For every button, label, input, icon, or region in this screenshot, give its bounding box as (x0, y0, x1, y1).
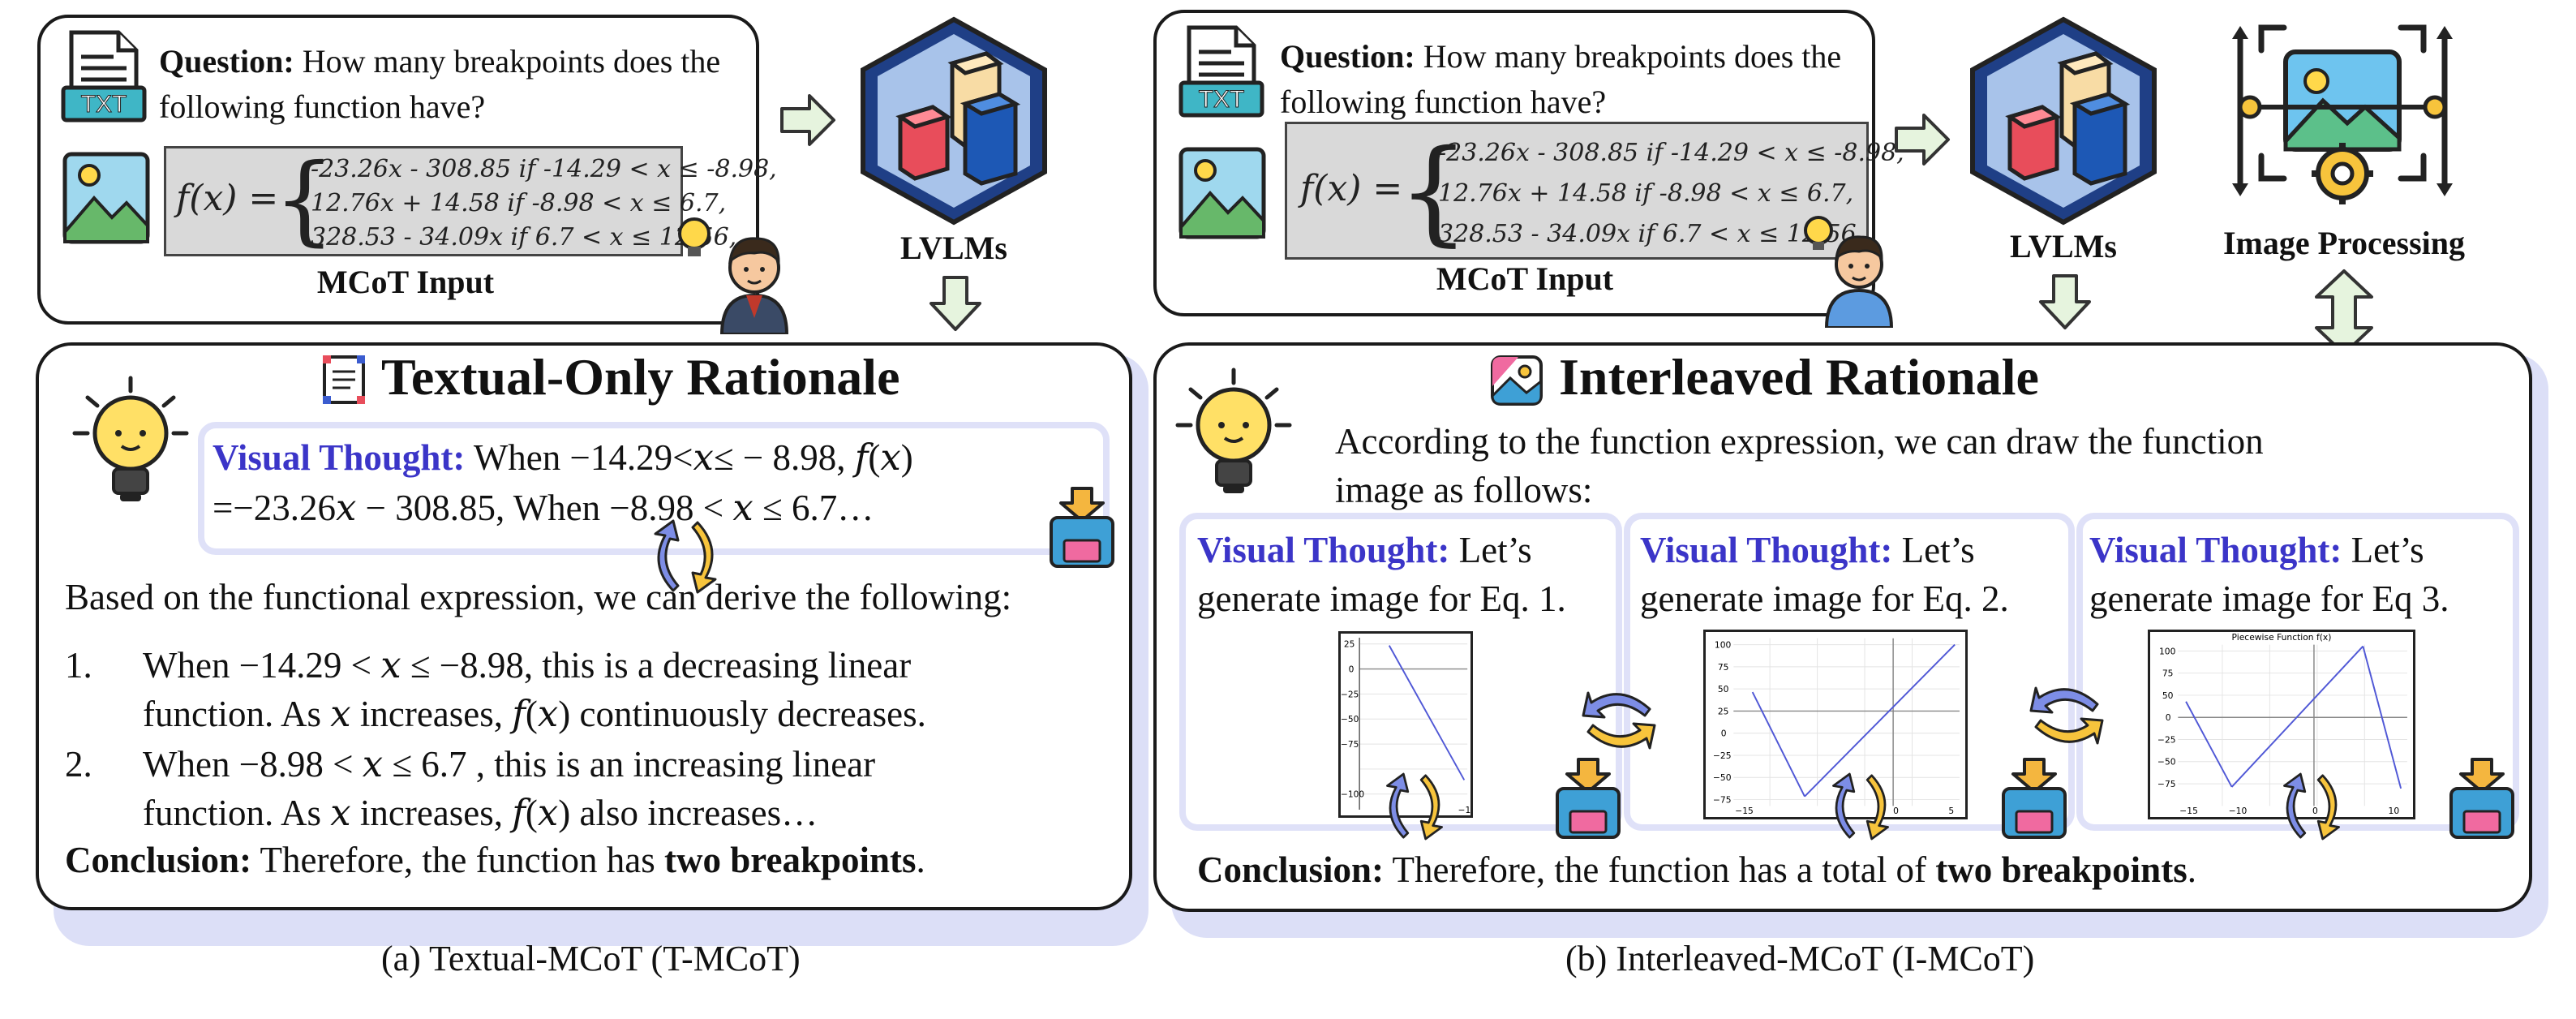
svg-text:−25: −25 (2157, 734, 2176, 745)
save-disk-icon (1050, 487, 1114, 568)
left-item-1-line1: When −14.29 < 𝑥 ≤ −8.98, this is a decre… (143, 645, 912, 686)
cycle-arrows-icon (1832, 772, 1889, 841)
lightbulb-icon (1175, 368, 1292, 493)
right-model-label: LVLMs (2010, 228, 2117, 264)
image-icon (62, 152, 150, 244)
left-visual-thought-box (204, 428, 1103, 548)
svg-text:100: 100 (1715, 639, 1732, 650)
cycle-arrows-icon (654, 519, 717, 594)
txt-file-icon: TXT (61, 30, 147, 123)
svg-text:−10: −10 (2229, 806, 2248, 816)
svg-text:0: 0 (1893, 806, 1899, 816)
left-caption: (a) Textual-MCoT (T-MCoT) (381, 939, 801, 978)
svg-text:25: 25 (1718, 706, 1729, 716)
svg-text:5: 5 (1948, 806, 1954, 816)
arrow-down-icon (2039, 274, 2091, 329)
left-question: Question: How many breakpoints does the … (159, 43, 721, 125)
svg-text:75: 75 (1718, 662, 1729, 673)
save-disk-icon (1556, 758, 1621, 839)
lightbulb-icon (72, 376, 189, 501)
save-disk-icon (2002, 758, 2067, 839)
cycle-arrows-icon (1386, 772, 1443, 841)
visual-thought-3-line1: Visual Thought: Let’s (2089, 530, 2424, 570)
visual-thought-3-line2: generate image for Eq 3. (2089, 578, 2449, 619)
left-conclusion: Conclusion: Therefore, the function has … (65, 840, 925, 880)
visual-thought-1-line2: generate image for Eq. 1. (1197, 578, 1566, 619)
svg-text:TXT: TXT (1199, 86, 1245, 113)
svg-text:0: 0 (2166, 712, 2171, 723)
visual-thought-2-line1: Visual Thought: Let’s (1640, 530, 1975, 570)
svg-text:75: 75 (2162, 669, 2174, 679)
left-item-1-line2: function. As 𝑥 increases, 𝑓(𝑥) continuou… (143, 694, 926, 734)
left-item-2-line2: function. As 𝑥 increases, 𝑓(𝑥) also incr… (143, 793, 818, 833)
cycle-arrows-icon (1582, 691, 1656, 750)
left-item-2-num: 2. (65, 744, 92, 785)
right-intro-line2: image as follows: (1335, 470, 1593, 510)
person-idea-icon (1804, 216, 1894, 328)
svg-text:−75: −75 (1713, 794, 1732, 805)
right-question: Question: How many breakpoints does the … (1280, 38, 1842, 120)
image-icon (1179, 147, 1266, 239)
cube-stack-icon (861, 16, 1047, 226)
svg-text:50: 50 (2162, 690, 2174, 701)
visual-thought-2-line2: generate image for Eq. 2. (1640, 578, 2009, 619)
svg-text:−25: −25 (1713, 750, 1732, 761)
svg-text:−50: −50 (1713, 772, 1732, 783)
arrow-right-icon (780, 94, 835, 146)
arrow-right-icon (1895, 114, 1950, 166)
arrow-down-icon (930, 276, 981, 331)
svg-text:50: 50 (1718, 684, 1729, 694)
left-visual-thought-line2: =−23.26𝑥 − 308.85, When −8.98 < 𝑥 ≤ 6.7… (213, 488, 874, 528)
picture-icon (1491, 355, 1543, 406)
svg-text:0: 0 (2312, 806, 2318, 816)
left-formula-image: f(x) = { -23.26x - 308.85 if -14.29 < x … (164, 146, 777, 256)
left-input-label: MCoT Input (316, 264, 495, 300)
left-item-1-num: 1. (65, 645, 92, 686)
svg-text:10: 10 (2389, 806, 2400, 816)
save-disk-icon (2449, 758, 2514, 839)
plot-eq3: Piecewise Function f(x) 10075500−25−50−7… (2148, 630, 2415, 819)
left-visual-thought-line1: Visual Thought: When −14.29<𝑥≤ − 8.98, 𝑓… (213, 437, 913, 478)
right-rationale-title: Interleaved Rationale (1559, 348, 2039, 406)
txt-file-icon: TXT (1179, 25, 1264, 118)
svg-text:−15: −15 (1735, 806, 1754, 816)
svg-text:−15: −15 (2179, 806, 2198, 816)
person-idea-icon (678, 217, 789, 334)
plot-eq1: 25 0 −25 −50 −75 −100 −10 (1338, 631, 1473, 818)
right-caption: (b) Interleaved-MCoT (I-MCoT) (1565, 939, 2035, 978)
plot-eq2: 100 75 50 25 0 −25 −50 −75−15 0 5 (1703, 630, 1968, 819)
cycle-arrows-icon (2029, 686, 2104, 745)
svg-text:−100: −100 (1341, 790, 1364, 800)
right-input-label: MCoT Input (1436, 260, 1614, 297)
notepad-icon (323, 355, 365, 404)
svg-text:25: 25 (1344, 640, 1355, 650)
image-processing-icon (2232, 24, 2453, 204)
svg-text:0: 0 (1349, 664, 1355, 674)
right-intro-line1: According to the function expression, we… (1335, 421, 2264, 462)
right-formula-image: f(x) = { -23.26x - 308.85 if -14.29 < x … (1285, 122, 1904, 260)
svg-text:TXT: TXT (81, 91, 127, 118)
svg-text:−75: −75 (2157, 779, 2176, 789)
left-derive-text: Based on the functional expression, we c… (65, 577, 1012, 617)
svg-text:−50: −50 (2157, 757, 2176, 767)
tool-label: Image Processing (2222, 225, 2466, 261)
svg-text:Piecewise Function f(x): Piecewise Function f(x) (2232, 632, 2332, 643)
cycle-arrows-icon (2283, 772, 2340, 841)
svg-text:0: 0 (1721, 729, 1727, 739)
svg-text:100: 100 (2159, 646, 2176, 656)
svg-text:−50: −50 (1341, 715, 1359, 724)
cube-stack-icon (1970, 16, 2157, 226)
left-item-2-line1: When −8.98 < 𝑥 ≤ 6.7 , this is an increa… (143, 744, 876, 785)
svg-text:−10: −10 (1458, 806, 1473, 815)
right-conclusion: Conclusion: Therefore, the function has … (1197, 849, 2196, 890)
visual-thought-1-line1: Visual Thought: Let’s (1197, 530, 1532, 570)
left-rationale-title: Textual-Only Rationale (381, 348, 900, 406)
svg-text:−75: −75 (1341, 740, 1359, 750)
left-model-label: LVLMs (900, 230, 1007, 266)
svg-text:−25: −25 (1341, 690, 1359, 699)
